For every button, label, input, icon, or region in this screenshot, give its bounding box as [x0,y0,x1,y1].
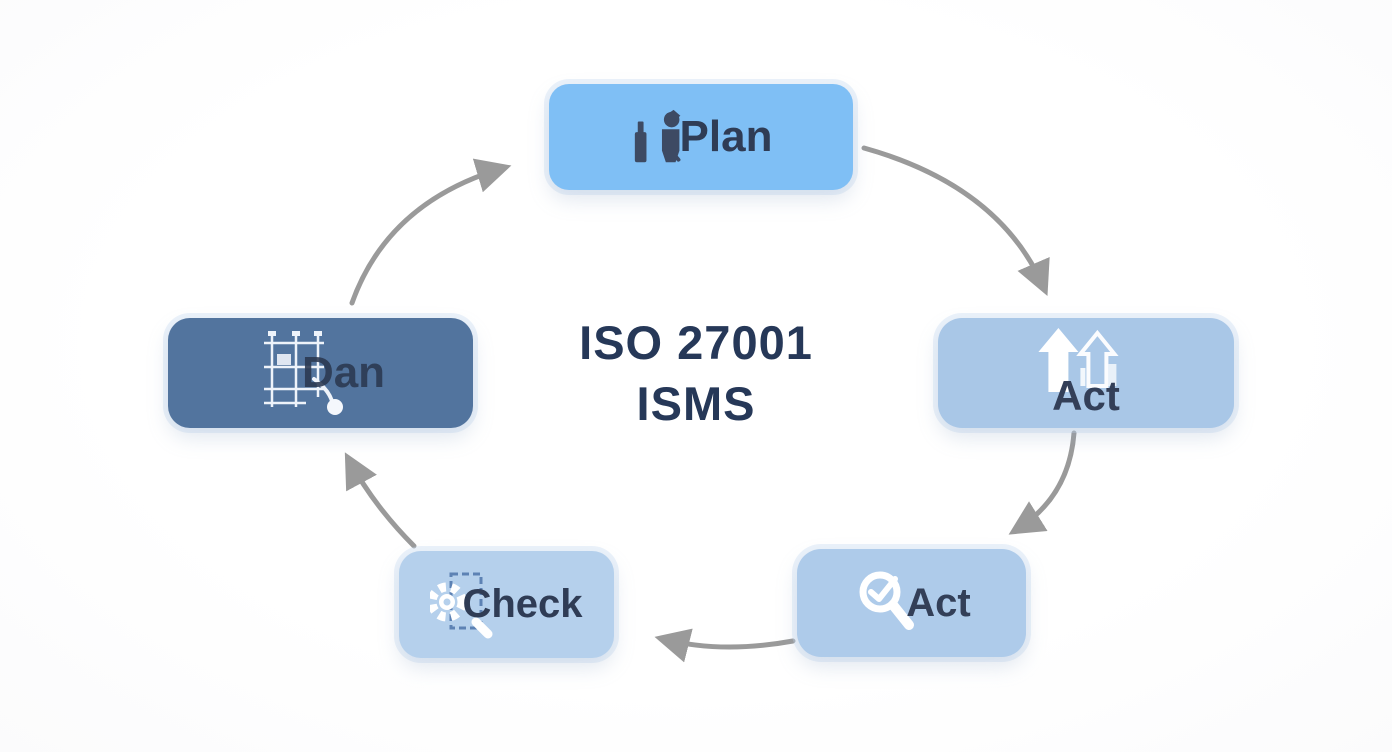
arrow-plan-to-act [861,145,1050,297]
arrow-act-to-act [1008,430,1077,535]
node-act-right-label: Act [1052,372,1120,419]
node-plan: Plan [549,84,853,190]
node-do: Dan [168,318,473,428]
node-check: Check [399,551,614,658]
diagram-title-line2: ISMS [636,377,756,431]
blueprint-grid-icon [263,331,343,415]
person-chart-icon [634,109,680,163]
node-act-bottom-label: Act [906,580,971,625]
magnifier-check-icon [859,571,915,630]
node-do-label: Dan [301,348,386,397]
node-act-right: Act [938,318,1234,428]
diagram-title: ISO 27001 ISMS [579,312,813,434]
arrow-do-to-plan [349,158,512,306]
arrow-check-to-do [344,452,417,549]
node-act-bottom: Act [797,549,1026,657]
diagram-title-line1: ISO 27001 [579,316,813,369]
up-arrows-icon [1038,328,1119,392]
node-check-label: Check [462,582,583,626]
node-plan-label: Plan [679,112,773,161]
gear-document-icon [430,572,493,638]
arrow-act-to-check [654,628,796,663]
